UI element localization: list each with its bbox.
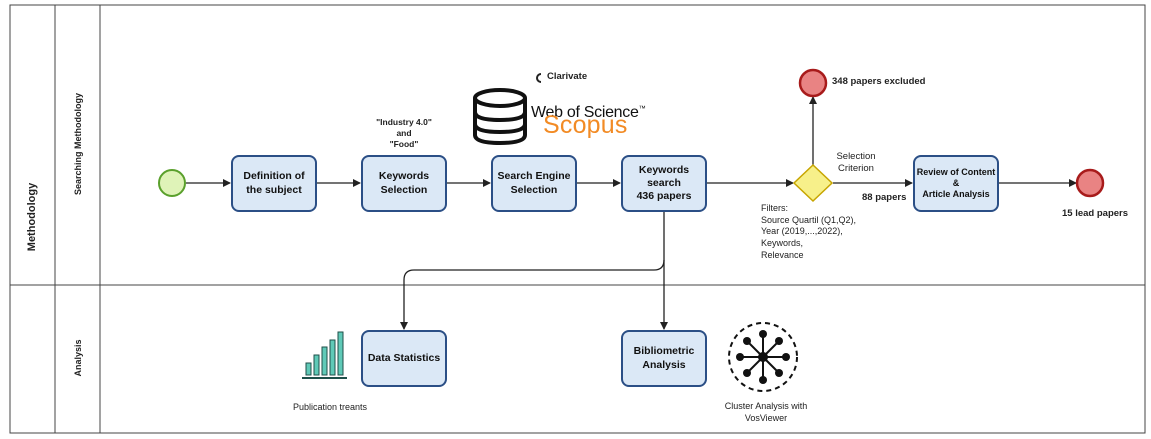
- filters-note: Filters: Source Quartil (Q1,Q2), Year (2…: [761, 203, 857, 260]
- publication-trends-label: Publication treants: [292, 402, 368, 412]
- lane-label-searching: Searching Methodology: [73, 93, 83, 196]
- scopus-logo-text: Scopus: [543, 111, 628, 139]
- task-keywords-search: Keywords search 436 papers: [621, 155, 707, 212]
- task-data-statistics: Data Statistics: [361, 330, 447, 387]
- keywords-terms: "Industry 4.0" and "Food": [376, 117, 432, 150]
- task-review-label: Review of Content & Article Analysis: [916, 166, 996, 200]
- task-review: Review of Content & Article Analysis: [913, 155, 999, 212]
- decision-gateway: [792, 163, 834, 203]
- wos-logo-text: Web of Science™: [531, 82, 646, 124]
- excluded-label: 348 papers excluded: [832, 76, 926, 87]
- task-definition-label: Definition of the subject: [243, 170, 305, 196]
- lane-label-analysis: Analysis: [73, 339, 83, 377]
- pool-border: [9, 4, 1146, 434]
- wos-logo-name: Web of Science: [531, 103, 639, 121]
- end-event-lead: [1075, 168, 1105, 198]
- database-icon: [473, 88, 527, 146]
- bar-chart-icon: [302, 331, 347, 379]
- flow-search-statistics: [400, 259, 665, 330]
- passed-label: 88 papers: [862, 192, 907, 203]
- task-data-statistics-label: Data Statistics: [367, 351, 441, 364]
- task-bibliometric: Bibliometric Analysis: [621, 330, 707, 387]
- start-event: [158, 169, 186, 197]
- cluster-analysis-label: Cluster Analysis with VosViewer: [724, 401, 808, 423]
- task-keywords-search-label: Keywords search 436 papers: [636, 163, 692, 203]
- end-event-excluded: [798, 68, 828, 98]
- task-definition: Definition of the subject: [231, 155, 317, 212]
- wos-logo-tm: ™: [638, 105, 646, 113]
- lead-label: 15 lead papers: [1062, 208, 1129, 219]
- task-search-engine: Search Engine Selection: [491, 155, 577, 212]
- clarivate-logo-text: Clarivate: [547, 71, 588, 82]
- task-keywords-selection-label: Keywords Selection: [378, 170, 430, 196]
- clarivate-mark-icon: [536, 73, 542, 83]
- task-bibliometric-label: Bibliometric Analysis: [633, 345, 695, 371]
- task-search-engine-label: Search Engine Selection: [497, 170, 571, 196]
- selection-criterion: Selection Criterion: [836, 151, 876, 175]
- pool-label: Methodology: [26, 182, 38, 252]
- network-icon: [728, 322, 798, 392]
- task-keywords-selection: Keywords Selection: [361, 155, 447, 212]
